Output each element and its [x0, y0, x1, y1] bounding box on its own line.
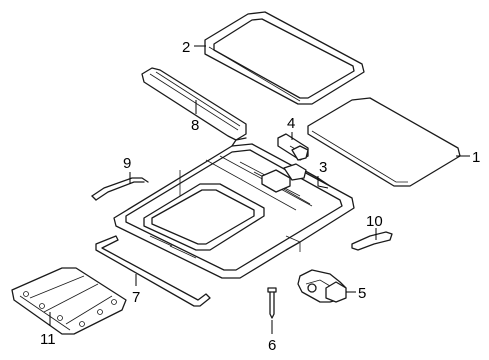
part-6-bolt — [267, 287, 277, 319]
callout-9: 9 — [123, 155, 131, 172]
part-2-glass-frame — [204, 11, 365, 105]
callout-8: 8 — [191, 117, 199, 134]
callout-10: 10 — [366, 213, 383, 230]
callout-11: 11 — [40, 331, 56, 348]
leader-3 — [317, 176, 329, 189]
callout-7: 7 — [132, 289, 140, 306]
callout-2: 2 — [182, 39, 190, 56]
part-3-sunroof-frame — [113, 137, 355, 279]
part-8-front-rail — [141, 67, 247, 141]
part-4-bracket — [277, 133, 309, 161]
callout-1: 1 — [472, 149, 480, 166]
part-9-guide-rail — [91, 177, 149, 201]
callout-5: 5 — [358, 285, 366, 302]
callout-4: 4 — [287, 115, 295, 132]
part-11-sunshade — [11, 267, 127, 335]
part-10-strip — [351, 231, 393, 251]
callout-6: 6 — [268, 337, 276, 354]
callout-3: 3 — [319, 159, 327, 176]
part-1-glass-panel — [307, 97, 461, 187]
part-5-motor — [297, 269, 347, 303]
leader-lines — [49, 45, 470, 334]
part-7-seal-strip — [95, 235, 211, 307]
